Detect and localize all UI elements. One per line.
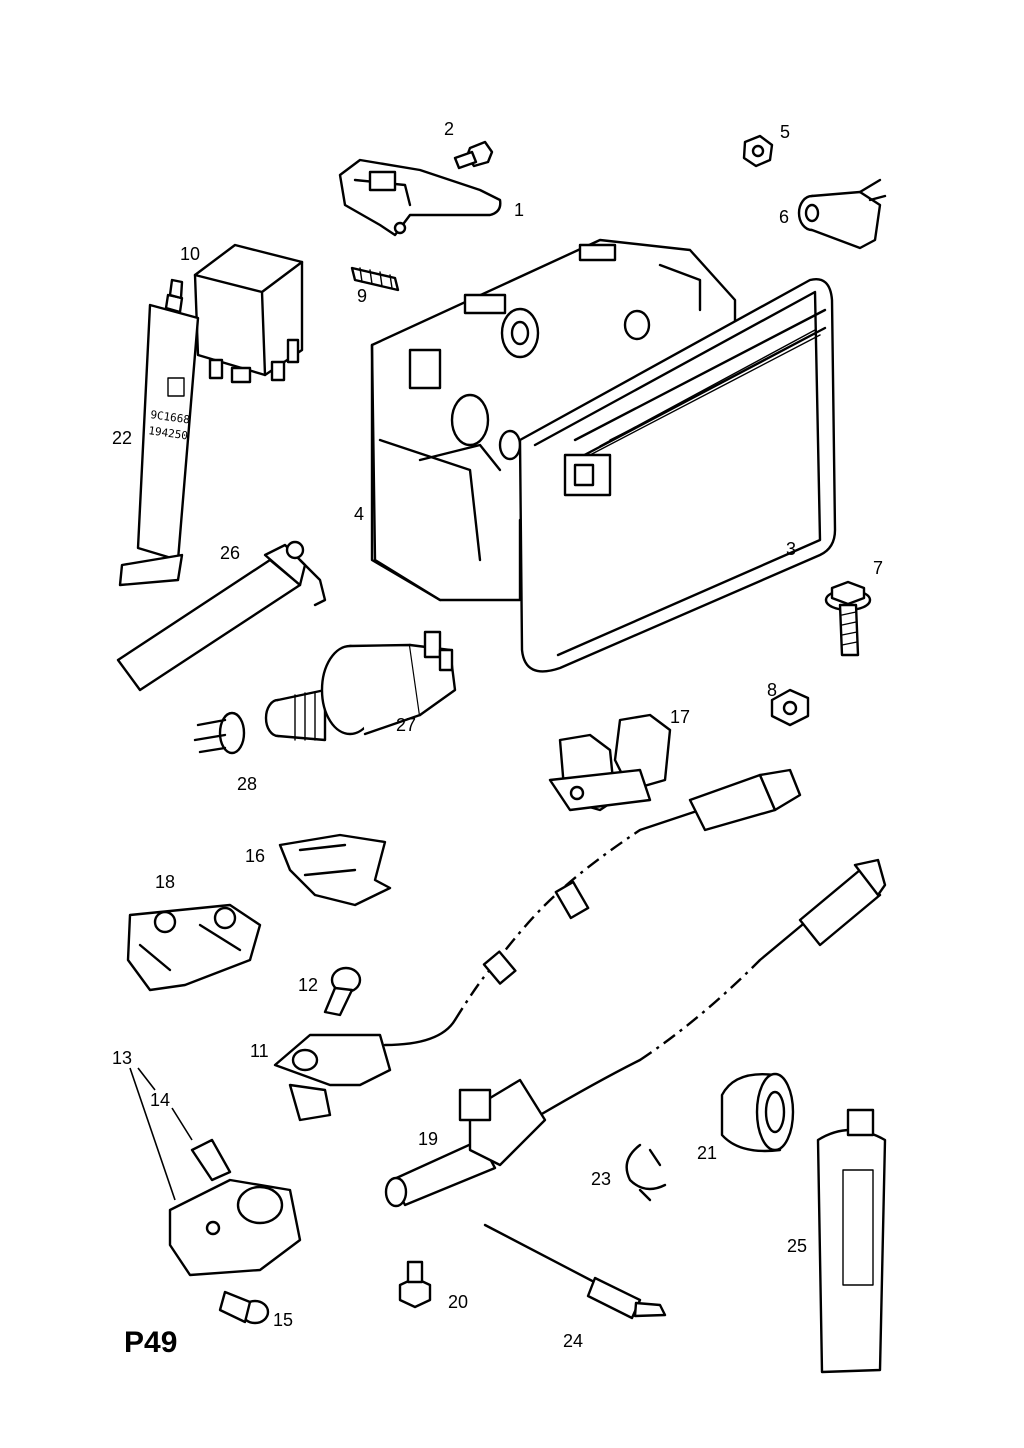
sensor-cable [383, 808, 822, 1117]
part-16-clip [278, 833, 392, 907]
callout-25: 25 [787, 1236, 807, 1256]
part-21-ring [720, 1072, 795, 1153]
part-13-bracket [168, 1178, 302, 1277]
part-17-double-clip [548, 713, 672, 812]
callout-8: 8 [767, 680, 777, 700]
part-28-grommet [193, 711, 246, 755]
part-5-nut [742, 134, 774, 168]
callout-21: 21 [697, 1143, 717, 1163]
leader-lines [129, 1067, 193, 1201]
callout-10: 10 [180, 244, 200, 264]
part-18-clip [126, 903, 262, 992]
part-24-probe [483, 1223, 667, 1320]
callouts: 1 2 3 4 5 6 7 8 9 10 11 12 13 14 15 16 1… [112, 119, 883, 1351]
callout-7: 7 [873, 558, 883, 578]
callout-2: 2 [444, 119, 454, 139]
part-2-screw [453, 140, 494, 170]
callout-13: 13 [112, 1048, 132, 1068]
part-8-nut [770, 688, 810, 727]
callout-14: 14 [150, 1090, 170, 1110]
part-9-stud [350, 266, 400, 292]
callout-26: 26 [220, 543, 240, 563]
part-4-bracket [370, 238, 737, 602]
tube-text-line2: 194250 [148, 424, 189, 442]
callout-5: 5 [780, 122, 790, 142]
callout-22: 22 [112, 428, 132, 448]
part-7-bolt [824, 580, 872, 657]
tube-text-line1: 9C1668 [150, 408, 191, 426]
part-15-screw [218, 1290, 270, 1325]
callout-27: 27 [396, 715, 416, 735]
callout-12: 12 [298, 975, 318, 995]
callout-6: 6 [779, 207, 789, 227]
part-14-pin [190, 1138, 232, 1182]
callout-15: 15 [273, 1310, 293, 1330]
callout-9: 9 [357, 286, 367, 306]
page-code: P49 [124, 1326, 177, 1359]
callout-24: 24 [563, 1331, 583, 1351]
part-20-bolt [398, 1260, 432, 1309]
callout-19: 19 [418, 1129, 438, 1149]
part-25-paste-tube [816, 1108, 887, 1374]
callout-3: 3 [786, 539, 796, 559]
part-19-sensor [384, 1078, 547, 1208]
callout-11: 11 [250, 1041, 269, 1061]
part-12-screw [323, 966, 362, 1017]
part-11-sensor-bracket [273, 1033, 392, 1122]
part-3-control-unit [518, 278, 837, 673]
part-10-relay [193, 243, 304, 384]
callout-16: 16 [245, 846, 265, 866]
callout-23: 23 [591, 1169, 611, 1189]
callout-17: 17 [670, 707, 690, 727]
callout-20: 20 [448, 1292, 468, 1312]
part-connector-upper [482, 768, 802, 985]
callout-18: 18 [155, 872, 175, 892]
part-connector-lower [798, 858, 887, 947]
callout-1: 1 [514, 200, 524, 220]
part-6-clip [797, 178, 887, 250]
part-27-pressure-switch [264, 630, 457, 742]
part-22-sealant-tube: 9C1668 194250 [118, 278, 200, 587]
callout-4: 4 [354, 504, 364, 524]
part-26-sensor [116, 540, 327, 692]
part-23-clip [625, 1143, 667, 1202]
callout-28: 28 [237, 774, 257, 794]
part-1-switch-bracket [338, 158, 502, 237]
